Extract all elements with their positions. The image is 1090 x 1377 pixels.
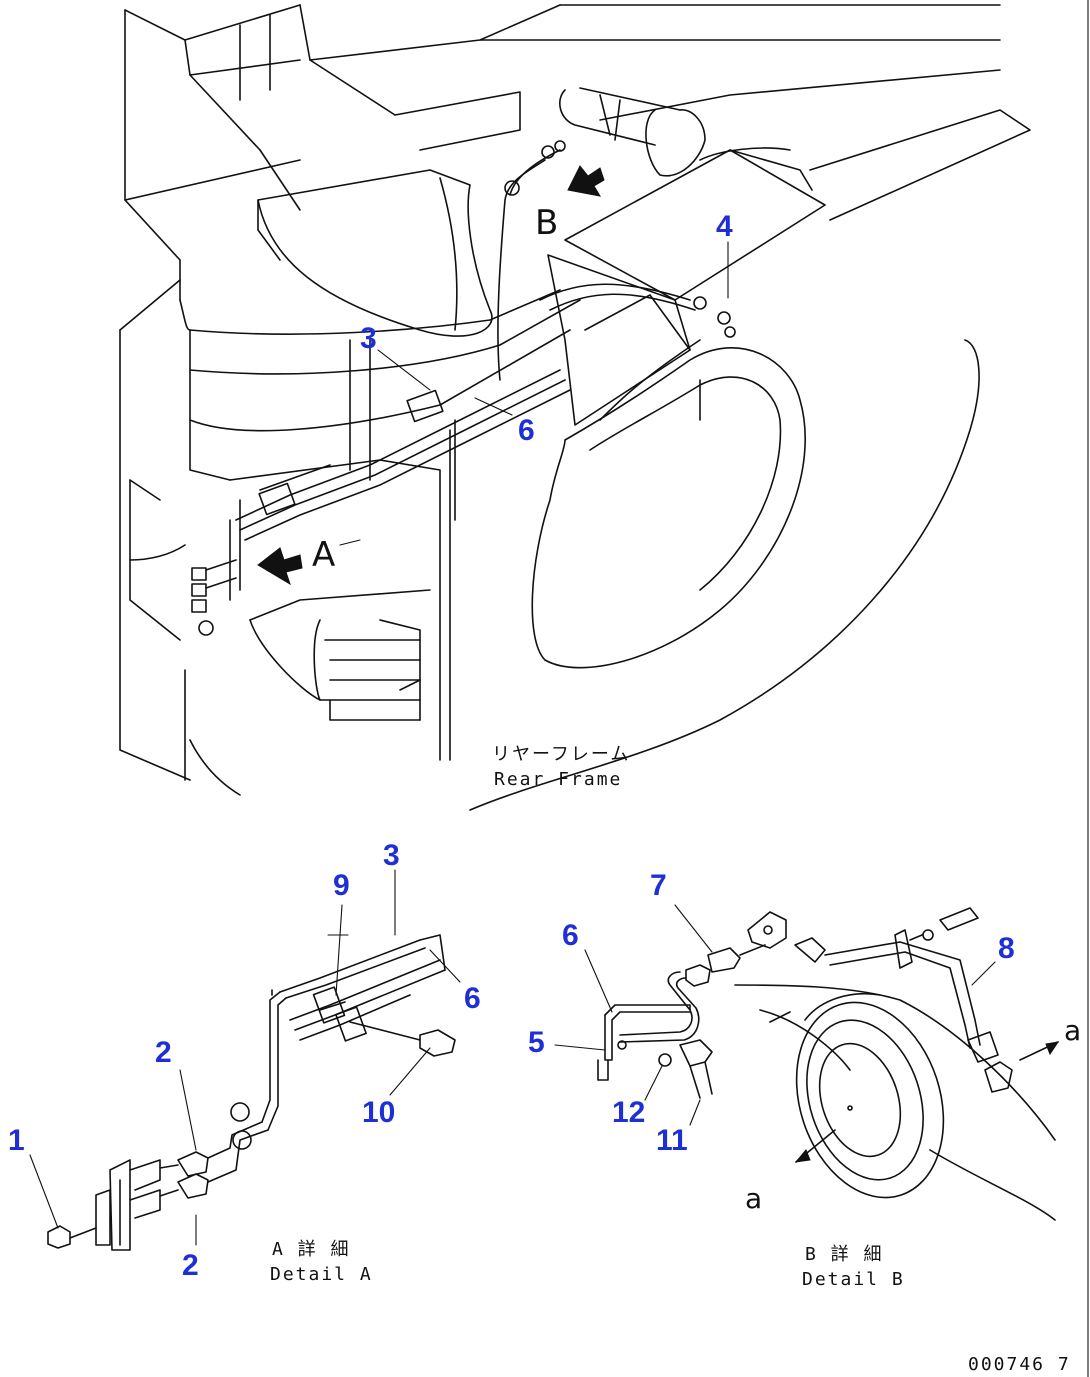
callout-6-detail-a: 6 xyxy=(464,982,481,1015)
view-letter-a: A xyxy=(312,535,335,575)
callout-2-lower: 2 xyxy=(182,1249,199,1282)
callout-6-detail-b: 6 xyxy=(562,919,579,952)
callout-7: 7 xyxy=(650,869,667,902)
main-view-tubes xyxy=(191,140,736,636)
callout-4: 4 xyxy=(716,210,733,243)
drawing-number: 000746 7 xyxy=(968,1354,1071,1375)
callout-9: 9 xyxy=(333,869,350,902)
callout-numbers: 3 4 6 1 2 2 9 3 6 10 7 6 5 12 11 8 xyxy=(8,210,1015,1282)
callout-5: 5 xyxy=(528,1026,545,1059)
detail-a-linework xyxy=(47,934,456,1251)
detail-b-linework xyxy=(597,907,1060,1221)
callout-8: 8 xyxy=(998,932,1015,965)
rear-frame-caption-jp: リヤーフレーム xyxy=(492,744,630,765)
rear-frame-caption-en: Rear Frame xyxy=(494,769,622,790)
callout-3-main: 3 xyxy=(360,322,377,355)
detail-a-caption-en: Detail A xyxy=(270,1264,373,1285)
callout-12: 12 xyxy=(612,1096,645,1129)
callout-10: 10 xyxy=(362,1096,395,1129)
callout-2-upper: 2 xyxy=(155,1036,172,1069)
main-view-linework xyxy=(119,4,1031,811)
callout-1: 1 xyxy=(8,1124,25,1157)
detail-b-caption-en: Detail B xyxy=(802,1269,905,1290)
callout-3-detail: 3 xyxy=(383,839,400,872)
view-letter-b: B xyxy=(535,203,558,243)
view-arrow-a xyxy=(257,547,303,586)
callout-11: 11 xyxy=(656,1124,688,1157)
detail-b-caption-jp: B 詳 細 xyxy=(805,1244,884,1265)
section-mark-a-right: a xyxy=(1064,1014,1081,1047)
section-mark-a-left: a xyxy=(745,1182,762,1215)
detail-a-caption-jp: A 詳 細 xyxy=(272,1239,351,1260)
view-arrow-b xyxy=(567,165,605,197)
callout-6-main: 6 xyxy=(518,414,535,447)
